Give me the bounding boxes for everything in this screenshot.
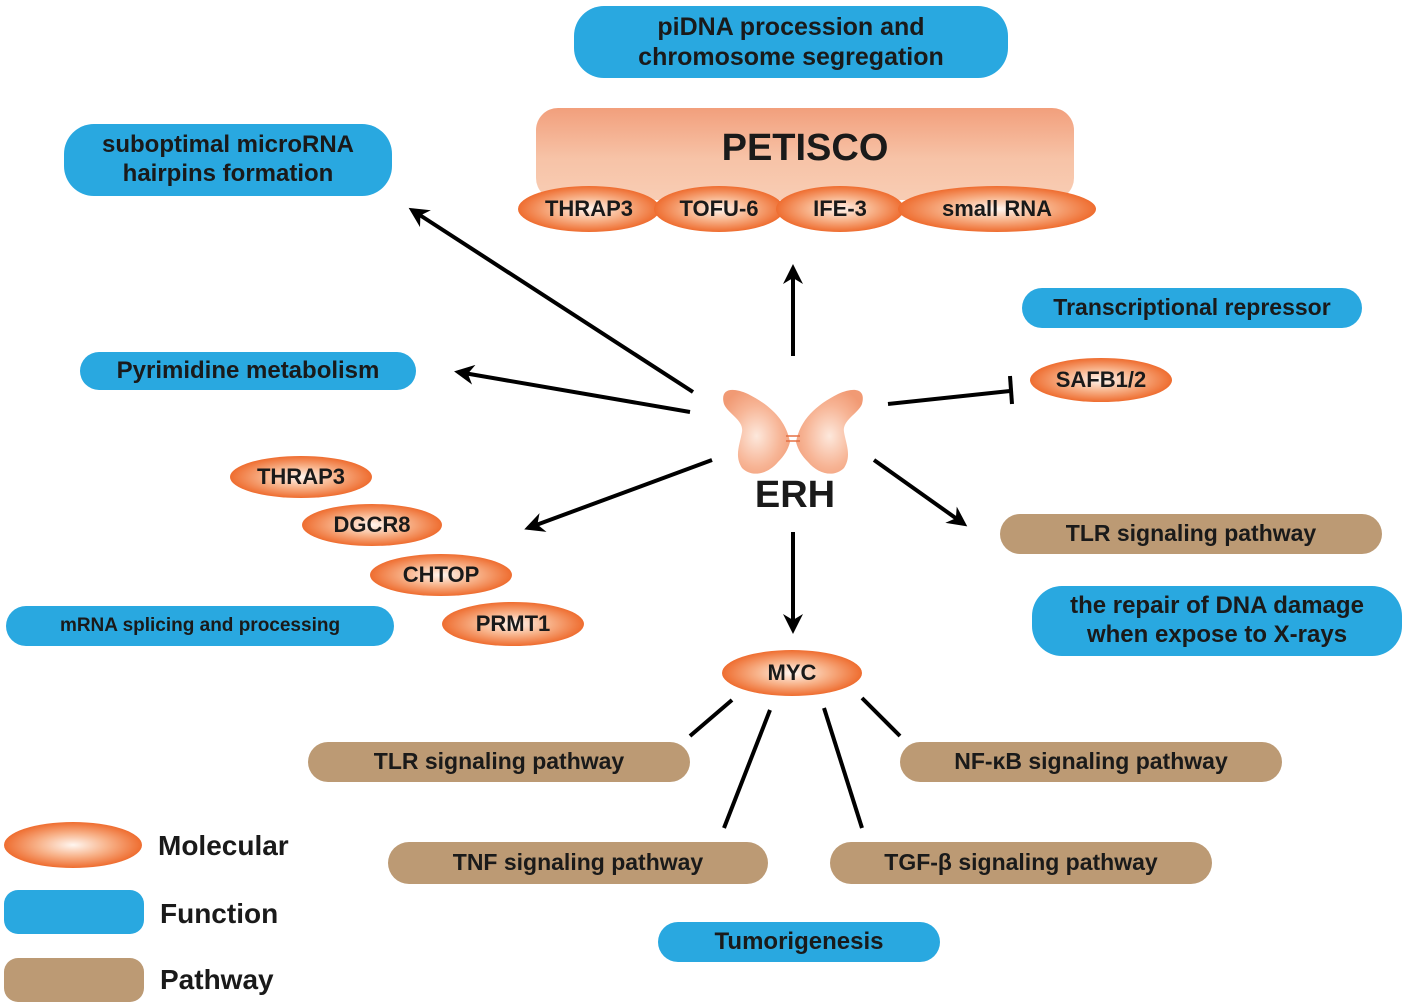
arrow-to-microrna bbox=[408, 207, 695, 394]
function-repressor: Transcriptional repressor bbox=[1022, 288, 1362, 328]
pathway-tlr-left: TLR signaling pathway bbox=[308, 742, 690, 782]
legend-pathway-swatch bbox=[4, 958, 144, 1002]
molecule-thrap3: THRAP3 bbox=[230, 456, 372, 498]
inhibition-to-safb bbox=[887, 389, 1011, 406]
petisco-member-small-rna: small RNA bbox=[898, 186, 1096, 232]
myc-line-tnf bbox=[722, 709, 772, 829]
pathway-tnf: TNF signaling pathway bbox=[388, 842, 768, 884]
legend-molecular-swatch bbox=[4, 822, 142, 868]
legend-function-label: Function bbox=[160, 898, 279, 929]
erh-dimer-icon bbox=[723, 389, 863, 474]
molecule-dgcr8: DGCR8 bbox=[302, 504, 442, 546]
function-dna-repair: the repair of DNA damage when expose to … bbox=[1032, 586, 1402, 656]
molecule-myc: MYC bbox=[722, 650, 862, 696]
legend-molecular-label: Molecular bbox=[158, 830, 289, 861]
inhibition-bar bbox=[1008, 375, 1014, 405]
legend-pathway-label: Pathway bbox=[160, 964, 274, 995]
petisco-title: PETISCO bbox=[721, 126, 889, 169]
pathway-nfkb: NF-κB signaling pathway bbox=[900, 742, 1282, 782]
petisco-member-tofu6: TOFU-6 bbox=[654, 186, 784, 232]
pathway-tgfb: TGF-β signaling pathway bbox=[830, 842, 1212, 884]
myc-line-nfkb bbox=[860, 696, 902, 738]
pathway-tlr-right: TLR signaling pathway bbox=[1000, 514, 1382, 554]
myc-line-tlr bbox=[688, 698, 734, 738]
petisco-member-thrap3: THRAP3 bbox=[518, 186, 660, 232]
function-tumorigenesis: Tumorigenesis bbox=[658, 922, 940, 962]
erh-label: ERH bbox=[754, 473, 836, 516]
function-pidna: piDNA procession and chromosome segregat… bbox=[574, 6, 1008, 78]
arrow-to-pyrimidine bbox=[454, 364, 691, 414]
function-pyrimidine: Pyrimidine metabolism bbox=[80, 352, 416, 390]
function-splicing: mRNA splicing and processing bbox=[6, 606, 394, 646]
arrow-to-splicing-complex bbox=[524, 458, 713, 532]
petisco-complex bbox=[536, 108, 1074, 200]
myc-line-tgfb bbox=[822, 707, 864, 829]
molecule-chtop: CHTOP bbox=[370, 554, 512, 596]
petisco-member-ife3: IFE-3 bbox=[776, 186, 904, 232]
legend-function-swatch bbox=[4, 890, 144, 934]
function-microrna: suboptimal microRNA hairpins formation bbox=[64, 124, 392, 196]
molecule-safb: SAFB1/2 bbox=[1030, 358, 1172, 402]
molecule-prmt1: PRMT1 bbox=[442, 602, 584, 646]
arrow-to-tlr-right bbox=[872, 458, 968, 527]
